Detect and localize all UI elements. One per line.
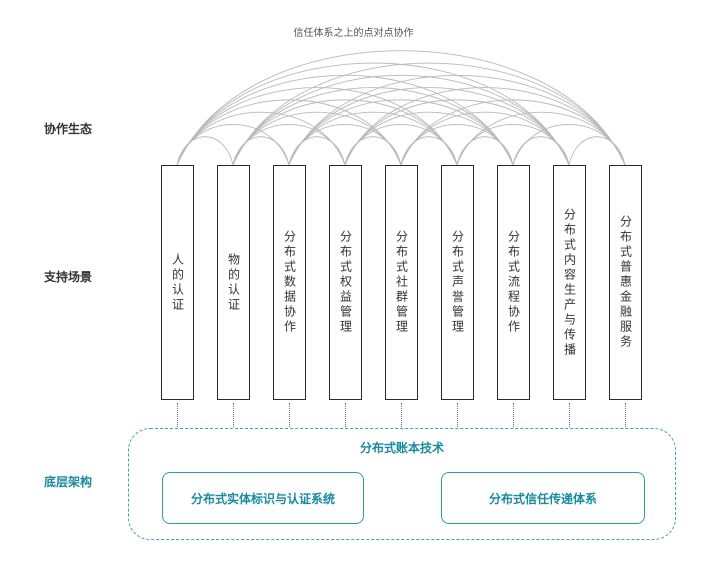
connector-line	[345, 403, 346, 427]
scenario-label: 分布式内容生产与传播	[562, 207, 577, 358]
trust-transfer-box: 分布式信任传递体系	[441, 472, 645, 524]
collaboration-arc	[288, 87, 570, 166]
layer-label-scenarios: 支持场景	[44, 270, 93, 284]
collaboration-arc	[288, 124, 402, 166]
collaboration-arc	[568, 136, 626, 166]
collaboration-arc	[232, 87, 514, 166]
diagram-title: 信任体系之上的点对点协作	[293, 28, 414, 39]
collaboration-arc	[176, 50, 626, 166]
infrastructure-title: 分布式账本技术	[359, 441, 444, 455]
collaboration-arc	[512, 136, 570, 166]
collaboration-arc	[400, 111, 570, 166]
scenario-box-3: 分布式数据协作	[273, 165, 306, 400]
collaboration-arc	[456, 136, 514, 166]
collaboration-arc	[456, 124, 570, 166]
collaboration-arc	[176, 62, 570, 166]
connector-line	[457, 403, 458, 427]
connector-line	[513, 403, 514, 427]
collaboration-arc	[400, 124, 514, 166]
collaboration-arc	[344, 99, 570, 166]
collaboration-arc	[344, 111, 514, 166]
infrastructure-container: 分布式账本技术 分布式实体标识与认证系统 分布式信任传递体系	[128, 428, 676, 540]
collaboration-arc	[288, 99, 514, 166]
scenario-label: 分布式普惠金融服务	[618, 215, 633, 350]
connector-line	[569, 403, 570, 427]
collaboration-arc	[232, 124, 346, 166]
collaboration-arc	[288, 136, 346, 166]
collaboration-arc	[176, 99, 402, 166]
scenario-box-5: 分布式社群管理	[385, 165, 418, 400]
collaboration-arc	[176, 75, 514, 166]
layer-label-infrastructure: 底层架构	[44, 475, 93, 489]
scenario-box-9: 分布式普惠金融服务	[609, 165, 642, 400]
collaboration-arc	[232, 136, 290, 166]
entity-identity-box: 分布式实体标识与认证系统	[162, 472, 364, 524]
connector-line	[177, 403, 178, 427]
connector-line	[401, 403, 402, 427]
collaboration-arc	[232, 99, 458, 166]
collaboration-arc	[232, 62, 626, 166]
scenario-box-1: 人的认证	[161, 165, 194, 400]
scenario-box-7: 分布式流程协作	[497, 165, 530, 400]
scenario-label: 分布式权益管理	[338, 230, 353, 335]
collaboration-arc	[344, 87, 626, 166]
connector-line	[233, 403, 234, 427]
connector-line	[625, 403, 626, 427]
collaboration-arc	[400, 136, 458, 166]
scenario-label: 人的认证	[170, 252, 185, 313]
collaboration-arc	[288, 111, 458, 166]
collaboration-arc	[176, 124, 290, 166]
collaboration-arc	[176, 136, 234, 166]
connector-line	[289, 403, 290, 427]
scenario-label: 分布式社群管理	[394, 230, 409, 335]
collaboration-arc	[400, 99, 626, 166]
scenario-label: 分布式数据协作	[282, 230, 297, 335]
collaboration-arc	[176, 87, 458, 166]
collaboration-arc	[344, 124, 458, 166]
scenario-label: 物的认证	[226, 252, 241, 313]
scenario-box-4: 分布式权益管理	[329, 165, 362, 400]
layer-label-collaboration: 协作生态	[44, 122, 93, 136]
scenario-box-8: 分布式内容生产与传播	[553, 165, 586, 400]
collaboration-arc	[288, 75, 626, 166]
collaboration-arc	[344, 136, 402, 166]
scenario-label: 分布式声誉管理	[450, 230, 465, 335]
collaboration-arc	[232, 75, 570, 166]
collaboration-arc	[232, 111, 402, 166]
collaboration-arc	[512, 124, 626, 166]
scenario-box-2: 物的认证	[217, 165, 250, 400]
scenario-box-6: 分布式声誉管理	[441, 165, 474, 400]
collaboration-arc	[176, 111, 346, 166]
scenario-label: 分布式流程协作	[506, 230, 521, 335]
collaboration-arc	[456, 111, 626, 166]
